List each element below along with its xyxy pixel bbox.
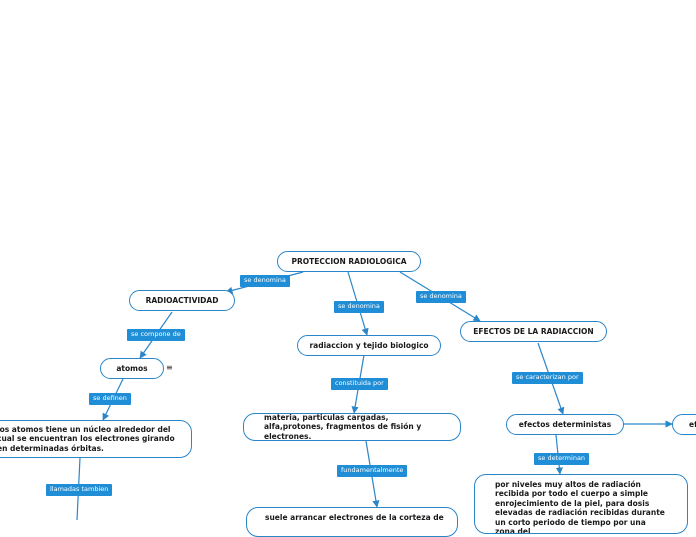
menu-lines-icon[interactable]: ≡: [166, 363, 173, 372]
node-arrancar-electrones[interactable]: suele arrancar electrones de la corteza …: [246, 507, 458, 537]
node-text: efectos deterministas: [518, 419, 612, 429]
node-radioactividad[interactable]: RADIOACTIVIDAD: [129, 290, 235, 311]
mind-map-canvas: PROTECCION RADIOLOGICA RADIOACTIVIDAD at…: [0, 251, 696, 537]
label-se-denomina-left[interactable]: se denomina: [240, 275, 290, 287]
label-se-compone-de[interactable]: se compone de: [127, 329, 185, 341]
label-fundamentalmente[interactable]: fundamentalmente: [337, 465, 408, 477]
node-efectos-radiacion[interactable]: EFECTOS DE LA RADIACCION: [460, 321, 607, 342]
node-text: EFECTOS DE LA RADIACCION: [473, 326, 594, 336]
label-llamadas-tambien[interactable]: llamadas tambien: [46, 484, 113, 496]
node-text: RADIOACTIVIDAD: [145, 295, 219, 305]
label-se-denomina-right[interactable]: se denomina: [416, 291, 466, 303]
label-se-caracterizan-por[interactable]: se caracterizan por: [512, 372, 583, 384]
node-text: suele arrancar electrones de la corteza …: [265, 513, 444, 522]
label-constituida-por[interactable]: constituida por: [331, 378, 388, 390]
node-text: por niveles muy altos de radiación recib…: [495, 480, 665, 534]
node-text: PROTECCION RADIOLOGICA: [291, 256, 407, 266]
node-atomos[interactable]: atomos: [100, 358, 164, 379]
node-text: ef: [689, 419, 696, 429]
node-partial-right[interactable]: ef: [672, 414, 696, 435]
node-radiacion-tejido[interactable]: radiaccion y tejido biologico: [297, 335, 441, 356]
node-text: materia, particulas cargadas, alfa,proto…: [264, 413, 422, 441]
node-text: los atomos tiene un núcleo alrededor del…: [0, 424, 175, 453]
label-se-determinan[interactable]: se determinan: [534, 453, 590, 465]
label-se-definen[interactable]: se definen: [89, 393, 131, 405]
node-nucleo-electrones[interactable]: los atomos tiene un núcleo alrededor del…: [0, 420, 192, 458]
label-se-denomina-mid[interactable]: se denomina: [334, 301, 384, 313]
node-efectos-deterministas[interactable]: efectos deterministas: [506, 414, 624, 435]
node-text: radiaccion y tejido biologico: [309, 340, 429, 350]
node-text: atomos: [116, 363, 148, 373]
node-niveles-radiacion[interactable]: por niveles muy altos de radiación recib…: [474, 474, 688, 534]
node-proteccion-radiologica[interactable]: PROTECCION RADIOLOGICA: [277, 251, 421, 272]
node-materia-particulas[interactable]: materia, particulas cargadas, alfa,proto…: [243, 413, 461, 441]
